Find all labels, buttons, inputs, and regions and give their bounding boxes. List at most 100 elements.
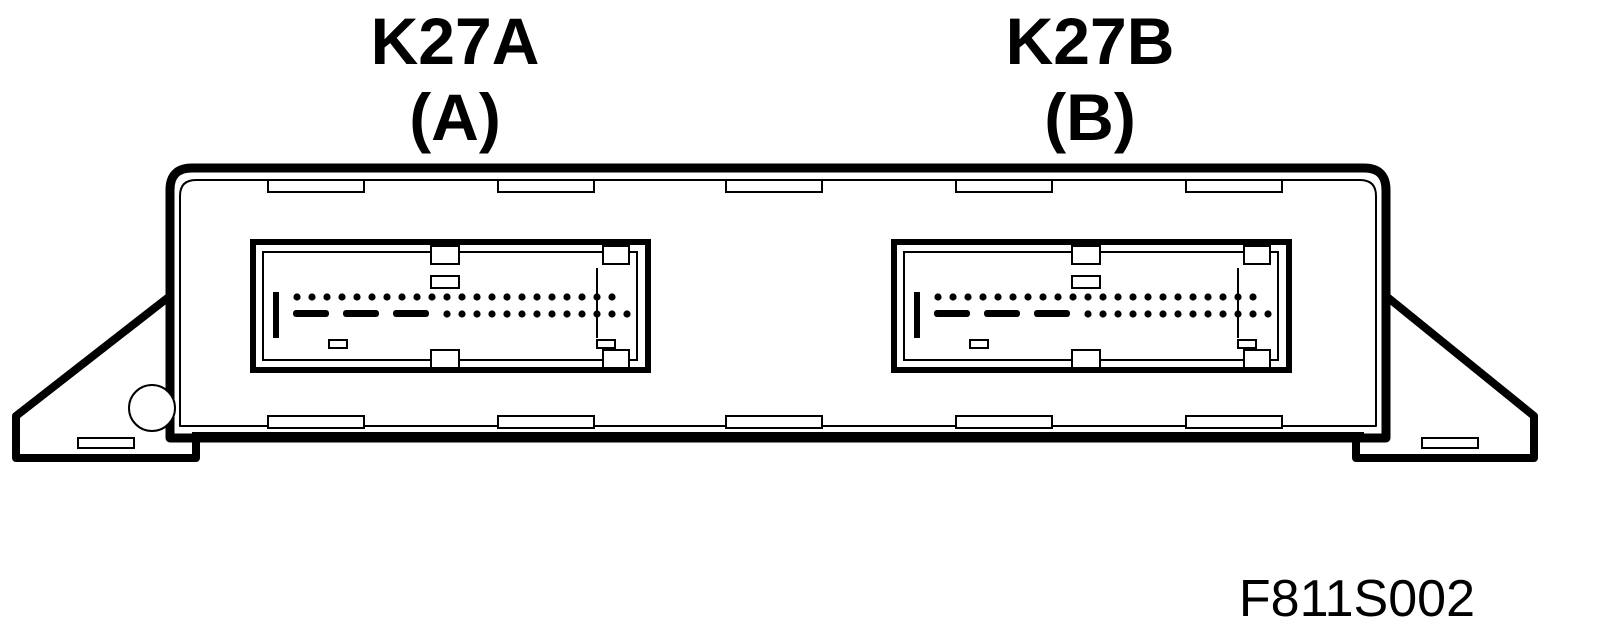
connector-a-letter-label: (A) bbox=[409, 80, 501, 154]
connector-socket-a[interactable] bbox=[250, 239, 651, 373]
connector-pin bbox=[593, 293, 601, 301]
connector-pin bbox=[1069, 293, 1077, 301]
socket-small-tab bbox=[596, 339, 616, 349]
socket-key-tab bbox=[430, 245, 460, 265]
socket-latch-tab bbox=[602, 349, 630, 369]
connector-pin bbox=[473, 310, 481, 318]
connector-pin bbox=[1144, 293, 1152, 301]
connector-pin bbox=[1174, 293, 1182, 301]
connector-pin bbox=[548, 293, 556, 301]
connector-pin bbox=[608, 293, 616, 301]
connector-pin bbox=[949, 293, 957, 301]
socket-key-tab bbox=[430, 349, 460, 369]
connector-pin bbox=[443, 310, 451, 318]
socket-latch-tab bbox=[602, 245, 630, 265]
connector-pin bbox=[1099, 310, 1107, 318]
connector-pin bbox=[608, 310, 616, 318]
connector-pin bbox=[428, 293, 436, 301]
connector-pin bbox=[1174, 310, 1182, 318]
bottom-rib bbox=[725, 415, 823, 429]
connector-pin bbox=[383, 293, 391, 301]
connector-pin bbox=[1084, 293, 1092, 301]
connector-pin bbox=[1219, 310, 1227, 318]
socket-small-tab bbox=[969, 339, 989, 349]
connector-pin bbox=[1144, 310, 1152, 318]
top-ribs bbox=[267, 179, 1283, 193]
connector-pin bbox=[443, 293, 451, 301]
connector-b-id-label: K27B bbox=[1006, 4, 1175, 78]
connector-pin bbox=[1249, 293, 1257, 301]
connector-pin bbox=[979, 293, 987, 301]
bottom-rib bbox=[267, 415, 365, 429]
bottom-rib bbox=[497, 415, 595, 429]
connector-pin-wide bbox=[984, 310, 1020, 317]
connector-pin bbox=[623, 310, 631, 318]
socket-side-bar bbox=[914, 292, 920, 338]
connector-pin bbox=[533, 310, 541, 318]
connector-pin bbox=[518, 293, 526, 301]
connector-pin bbox=[323, 293, 331, 301]
socket-key-tab bbox=[1071, 349, 1101, 369]
connector-pin bbox=[1234, 293, 1242, 301]
connector-pin bbox=[593, 310, 601, 318]
left-flange-tab bbox=[77, 437, 135, 449]
right-flange-tab bbox=[1421, 437, 1479, 449]
connector-socket-b[interactable] bbox=[891, 239, 1292, 373]
figure-code-label: F811S002 bbox=[1239, 570, 1475, 628]
connector-pin bbox=[1159, 293, 1167, 301]
module-housing bbox=[12, 163, 1538, 462]
connector-pin-wide bbox=[393, 310, 429, 317]
bottom-rib bbox=[1185, 415, 1283, 429]
connector-pin bbox=[1024, 293, 1032, 301]
connector-a-id-label: K27A bbox=[371, 4, 540, 78]
socket-latch-tab bbox=[1243, 245, 1271, 265]
connector-pin bbox=[964, 293, 972, 301]
connector-pin bbox=[503, 293, 511, 301]
connector-pin bbox=[563, 293, 571, 301]
connector-pin bbox=[1264, 310, 1272, 318]
connector-pin bbox=[1189, 310, 1197, 318]
connector-pin bbox=[473, 293, 481, 301]
connector-pin bbox=[934, 293, 942, 301]
top-rib bbox=[497, 179, 595, 193]
right-mounting-flange bbox=[1352, 292, 1538, 462]
top-rib bbox=[955, 179, 1053, 193]
connector-pin bbox=[1249, 310, 1257, 318]
connector-pin bbox=[1114, 293, 1122, 301]
connector-pin bbox=[398, 293, 406, 301]
connector-pin-wide bbox=[343, 310, 379, 317]
socket-latch-tab bbox=[1243, 349, 1271, 369]
bottom-rib bbox=[955, 415, 1053, 429]
connector-pin bbox=[994, 293, 1002, 301]
connector-pin bbox=[1009, 293, 1017, 301]
top-rib bbox=[267, 179, 365, 193]
connector-pin bbox=[1159, 310, 1167, 318]
connector-pin bbox=[488, 293, 496, 301]
socket-key-tab bbox=[430, 275, 460, 289]
connector-pin bbox=[1219, 293, 1227, 301]
socket-side-bar bbox=[273, 292, 279, 338]
socket-small-tab bbox=[1237, 339, 1257, 349]
connector-pin bbox=[1039, 293, 1047, 301]
connector-pin bbox=[413, 293, 421, 301]
connector-pin bbox=[518, 310, 526, 318]
connector-pin bbox=[503, 310, 511, 318]
connector-pin bbox=[1114, 310, 1122, 318]
connector-pin bbox=[1204, 310, 1212, 318]
connector-pin bbox=[548, 310, 556, 318]
socket-small-tab bbox=[328, 339, 348, 349]
socket-key-tab bbox=[1071, 245, 1101, 265]
top-rib bbox=[1185, 179, 1283, 193]
connector-pin bbox=[1054, 293, 1062, 301]
connector-pin bbox=[458, 293, 466, 301]
connector-pin-wide bbox=[1034, 310, 1070, 317]
connector-pin bbox=[563, 310, 571, 318]
connector-pin bbox=[1234, 310, 1242, 318]
mounting-hole bbox=[128, 384, 176, 432]
connector-pin bbox=[353, 293, 361, 301]
connector-b-letter-label: (B) bbox=[1044, 80, 1136, 154]
top-rib bbox=[725, 179, 823, 193]
connector-pin bbox=[1099, 293, 1107, 301]
connector-pin bbox=[1129, 310, 1137, 318]
